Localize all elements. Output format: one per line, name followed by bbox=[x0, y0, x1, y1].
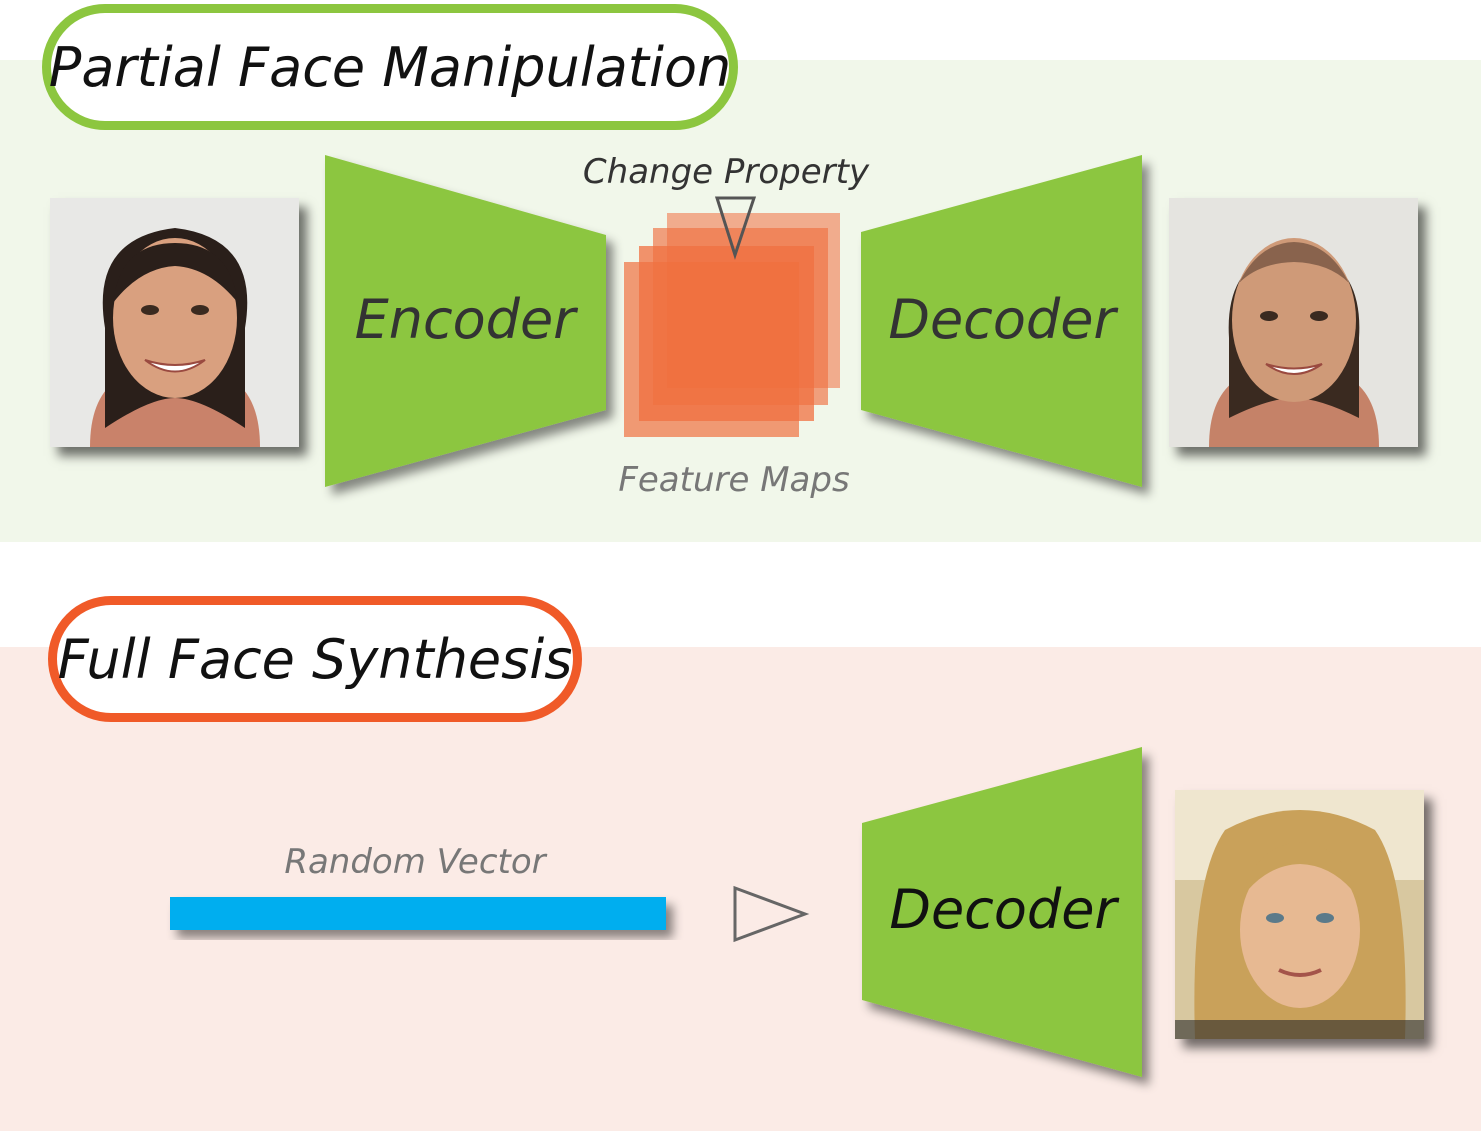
encoder-block bbox=[325, 155, 606, 487]
synthesis-title: Full Face Synthesis bbox=[48, 596, 582, 722]
feature-maps-label: Feature Maps bbox=[618, 460, 850, 500]
change-property-label: Change Property bbox=[582, 152, 870, 192]
random-vector-bar bbox=[170, 897, 666, 930]
change-property-arrow bbox=[714, 196, 757, 260]
manipulation-title: Partial Face Manipulation bbox=[42, 4, 738, 130]
synthesized-face-photo bbox=[1175, 790, 1424, 1039]
random-vector-label: Random Vector bbox=[284, 842, 546, 882]
encoder-label: Encoder bbox=[354, 288, 576, 351]
decoder-block-bottom bbox=[862, 747, 1142, 1077]
decoder-label-top: Decoder bbox=[888, 288, 1116, 351]
synthesis-arrow bbox=[733, 885, 810, 943]
feature-maps-stack bbox=[624, 213, 840, 437]
output-face-photo bbox=[1169, 198, 1418, 447]
decoder-block-top bbox=[861, 155, 1142, 487]
input-face-photo bbox=[50, 198, 299, 447]
decoder-label-bottom: Decoder bbox=[889, 878, 1117, 941]
